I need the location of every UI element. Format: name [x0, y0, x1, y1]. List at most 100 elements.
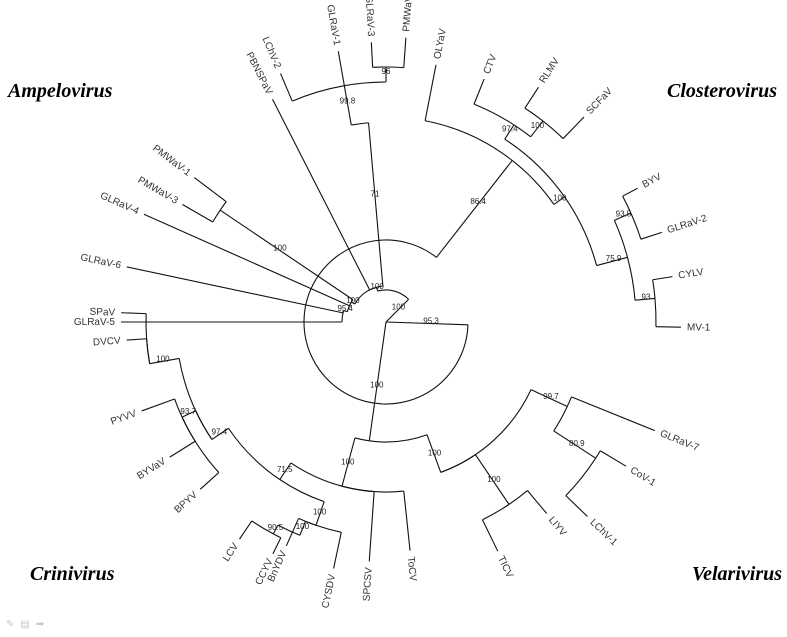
- branch-arc-GLRaV-2: [630, 212, 642, 240]
- leaf-label-glrav-1: GLRaV-1: [324, 4, 342, 47]
- branch-c2: [553, 196, 565, 205]
- leaf-label-ticv: TICV: [495, 554, 515, 580]
- branch-LCV: [239, 520, 253, 540]
- leaf-label-ctv: CTV: [482, 53, 500, 76]
- leaf-label-cylv: CYLV: [678, 267, 705, 282]
- branch-PMWaV-3: [182, 204, 214, 223]
- leaf-label-lcv: LCV: [221, 541, 241, 564]
- branch-GLRaV-2: [640, 231, 662, 240]
- menu-icon[interactable]: ▤: [20, 619, 30, 630]
- branch-arc-BYVaV: [181, 416, 196, 442]
- bootstrap-value: 93.5: [616, 209, 632, 218]
- branch-arc-c1: [303, 239, 469, 405]
- branch-arc-v4: [440, 454, 476, 473]
- leaf-label-glrav-2: GLRaV-2: [666, 213, 709, 236]
- branch-arc-amp_h: [344, 81, 387, 87]
- branch-arc-v3: [553, 406, 568, 432]
- branch-arc-SCFaV: [542, 120, 564, 139]
- branch-arc-PMWaV-1: [219, 201, 227, 211]
- branch-arc-cr4: [228, 427, 281, 480]
- branch-arc-OLYaV: [425, 120, 513, 161]
- viewer-toolbar: ✎ ▤ ➡: [6, 619, 44, 630]
- branch-arc-RLMV: [524, 107, 544, 122]
- leaf-label-tocv: ToCV: [405, 556, 419, 582]
- branch-SPCSV: [368, 491, 375, 562]
- branch-arc-CYSDV: [315, 524, 342, 533]
- branch-cr2: [279, 462, 292, 480]
- genus-label-closterovirus: Closterovirus: [667, 80, 778, 102]
- bootstrap-value: 100: [370, 380, 384, 389]
- branch-CTV: [473, 78, 485, 105]
- branch-amp_c: [351, 301, 356, 305]
- branch-v2: [530, 389, 568, 408]
- branch-arc-c2: [511, 160, 555, 205]
- branch-arc-GLRaV-4: [348, 301, 352, 306]
- bootstrap-value: 97.4: [212, 427, 228, 436]
- bootstrap-value: 75.9: [606, 254, 622, 263]
- bootstrap-value: 100: [487, 475, 501, 484]
- leaf-label-byv: BYV: [641, 171, 664, 190]
- bootstrap-value: 99.8: [340, 96, 356, 105]
- bootstrap-value: 100: [313, 508, 327, 517]
- bootstrap-value: 100: [346, 296, 360, 305]
- branch-cr3: [315, 501, 325, 526]
- bootstrap-value: 100: [273, 243, 287, 252]
- branch-arc-PMWaV-3: [212, 209, 221, 223]
- branch-arc-GLRaV-6: [342, 310, 345, 313]
- branch-PYVV: [141, 398, 175, 412]
- branch-arc-CYLV: [652, 279, 656, 299]
- bootstrap-value: 90.5: [268, 523, 284, 532]
- genus-label-velarivirus: Velarivirus: [692, 563, 783, 585]
- leaf-label-pmwav-1: PMWaV-1: [150, 143, 193, 179]
- branch-TICV: [481, 519, 499, 552]
- branch-ToCV: [403, 491, 411, 551]
- branch-amp_g: [343, 85, 352, 126]
- branch-cr6: [149, 357, 180, 365]
- branch-GLRaV-7: [571, 396, 656, 432]
- bootstrap-value: 93: [642, 292, 651, 301]
- bootstrap-value: 97.4: [502, 124, 518, 133]
- branch-amp_e: [219, 209, 354, 301]
- branch-v3: [553, 430, 596, 459]
- branch-RLMV: [524, 86, 539, 109]
- leaf-label-cov-1: CoV-1: [628, 465, 658, 489]
- branch-cr8: [272, 524, 279, 535]
- branch-vel_root: [368, 321, 387, 441]
- branch-arc-amp_b: [377, 289, 410, 300]
- branch-arc-LCV: [251, 520, 274, 535]
- branch-clo_root: [385, 321, 468, 326]
- branch-c5: [596, 256, 628, 267]
- pencil-icon[interactable]: ✎: [6, 619, 15, 630]
- branch-arc-GLRaV-7: [566, 396, 572, 407]
- branch-amp_f: [368, 122, 384, 287]
- bootstrap-value: 99.7: [543, 392, 559, 401]
- branch-GLRaV-6: [126, 266, 344, 314]
- leaf-label-glrav-4: GLRaV-4: [98, 190, 140, 217]
- branch-arc-MV-1: [654, 298, 657, 327]
- branch-arc-LChV-2: [292, 85, 345, 102]
- leaf-label-glrav-7: GLRaV-7: [658, 428, 701, 454]
- leaf-label-spav: SPaV: [89, 307, 115, 319]
- bootstrap-value: 93.7: [180, 407, 196, 416]
- branch-CCYV: [272, 537, 282, 555]
- bootstrap-value: 100: [531, 121, 545, 130]
- branch-arc-v2: [440, 389, 532, 473]
- bootstrap-value: 100: [428, 448, 442, 457]
- branch-CoV-1: [600, 450, 627, 467]
- branch-SPaV: [121, 312, 147, 315]
- leaf-label-cysdv: CYSDV: [320, 573, 338, 609]
- bootstrap-value: 100: [341, 457, 355, 466]
- bootstrap-value: 71: [371, 189, 380, 198]
- branch-arc-crin_root: [354, 437, 370, 442]
- branch-arc-cr6: [178, 358, 213, 440]
- bootstrap-value: 100: [156, 354, 170, 363]
- branch-amp_d: [343, 310, 348, 313]
- bootstrap-value: 96: [382, 67, 391, 76]
- branch-c3: [504, 124, 515, 140]
- bootstrap-value: 80.9: [569, 439, 585, 448]
- arrow-right-icon[interactable]: ➡: [35, 619, 45, 630]
- branch-BYVaV: [169, 440, 196, 458]
- leaf-label-spcsv: SPCSV: [361, 567, 374, 602]
